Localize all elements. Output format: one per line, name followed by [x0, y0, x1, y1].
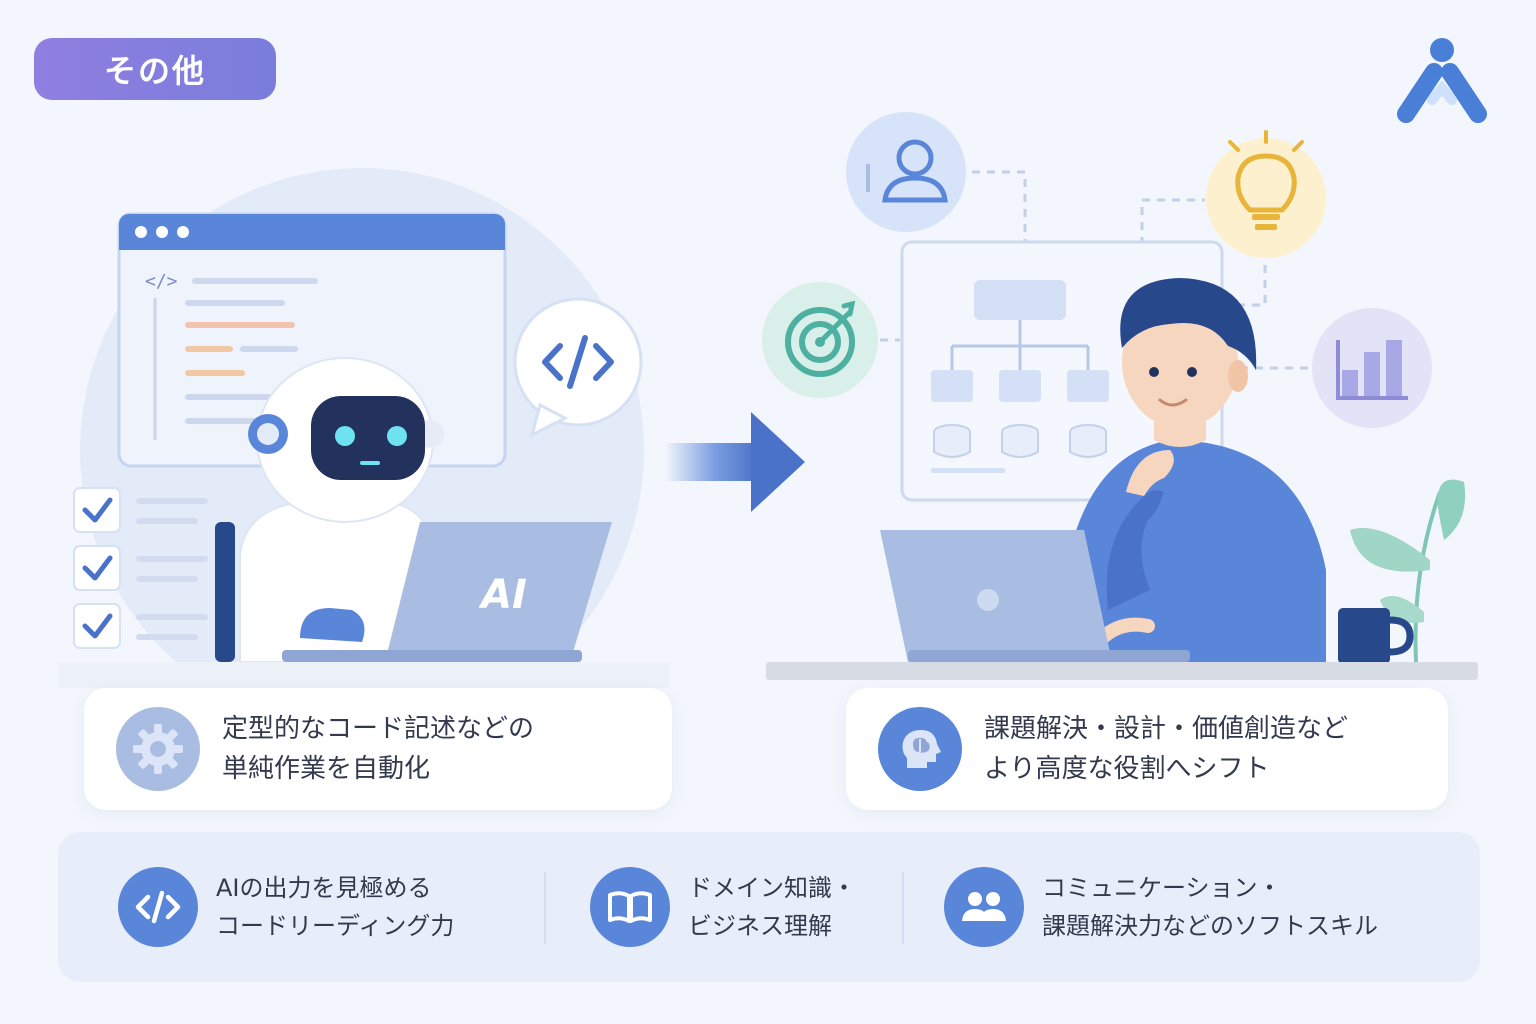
skill-1-line2: コードリーディング力 [216, 912, 455, 940]
coffee-mug [1338, 608, 1414, 664]
book-icon [590, 867, 670, 947]
target-icon [762, 282, 878, 398]
robot [239, 357, 444, 663]
task-checklist [73, 487, 208, 649]
person [1058, 278, 1326, 666]
category-tag: その他 [34, 38, 276, 100]
human-design-illustration [762, 112, 1478, 680]
skill-3-line2: 課題解決力などのソフトスキル [1042, 912, 1378, 940]
skill-2-line2: ビジネス理解 [688, 912, 832, 940]
code-icon [118, 867, 198, 947]
person-laptop [880, 530, 1190, 662]
skill-soft-skills: コミュニケーション・ 課題解決力などのソフトスキル [944, 832, 1378, 982]
skill-1-line1: AIの出力を見極める [216, 874, 432, 902]
brand-logo [1397, 38, 1487, 123]
skills-panel: AIの出力を見極める コードリーディング力 ドメイン知識・ ビジネス理解 [58, 832, 1480, 982]
skills-divider [544, 872, 546, 944]
people-icon [944, 867, 1024, 947]
gear-icon [116, 707, 200, 791]
skill-3-line1: コミュニケーション・ [1042, 874, 1282, 902]
skill-code-reading: AIの出力を見極める コードリーディング力 [118, 832, 454, 982]
card-left-line1: 定型的なコード記述などの [222, 714, 535, 744]
code-speech-bubble [513, 297, 643, 438]
robot-coding-illustration: </> [58, 168, 670, 690]
plant [1350, 479, 1466, 663]
role-shift-card: 課題解決・設計・価値創造など より高度な役割へシフト [846, 688, 1448, 810]
automation-card: 定型的なコード記述などの 単純作業を自動化 [84, 688, 672, 810]
card-left-line2: 単純作業を自動化 [222, 754, 431, 784]
skill-2-line1: ドメイン知識・ [688, 874, 856, 902]
svg-text:</>: </> [145, 271, 178, 292]
brain-head-icon [878, 707, 962, 791]
card-right-line2: より高度な役割へシフト [984, 754, 1270, 784]
robot-laptop: AI [282, 522, 612, 662]
transition-arrow [665, 412, 805, 512]
bar-chart-icon [1312, 308, 1432, 428]
laptop-ai-label: AI [478, 572, 527, 618]
user-icon [846, 112, 966, 232]
card-right-line1: 課題解決・設計・価値創造など [984, 714, 1349, 744]
skills-divider [902, 872, 904, 944]
skill-domain-knowledge: ドメイン知識・ ビジネス理解 [590, 832, 856, 982]
lightbulb-icon [1206, 130, 1326, 258]
